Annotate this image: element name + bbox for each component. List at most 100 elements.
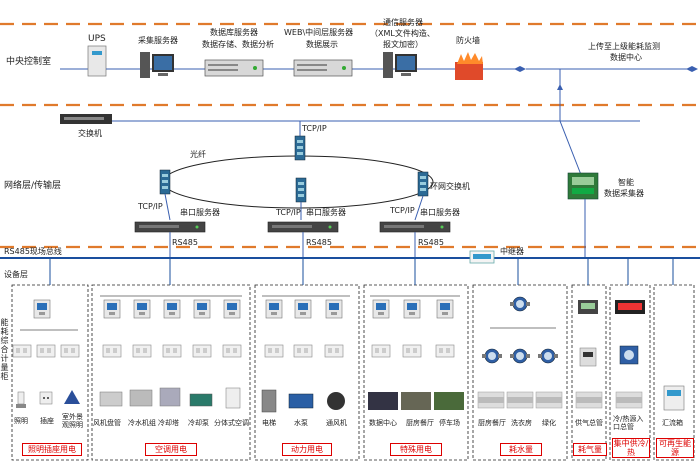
meters-power: [265, 299, 343, 319]
item-heat-main: 冷/热源入口总管: [613, 415, 644, 431]
fiber-label: 光纤: [190, 150, 206, 159]
breakers-power: [264, 344, 344, 358]
serial-server-mid: [267, 221, 339, 233]
comm-server-icon: [383, 52, 417, 78]
collect-server-icon: [140, 52, 174, 78]
group-heat-label: 集中供冷/热: [612, 438, 650, 458]
tcpip-top-label: TCP/IP: [302, 124, 327, 133]
smart-collector-icon: [567, 172, 599, 200]
item-pump: 水泵: [294, 419, 308, 427]
bus-drops: [49, 258, 674, 285]
upload-arrow-left: [514, 66, 526, 72]
db-server-label: 数据库服务器: [210, 28, 258, 37]
gas-meter-top: [578, 300, 598, 314]
comm-server-sub2: 报文加密）: [383, 40, 423, 49]
serial-server-mid-label: 串口服务器: [306, 208, 346, 217]
zone-central: 中央控制室: [6, 57, 52, 67]
rs485-label-3: RS485: [418, 238, 444, 247]
zone-network: 网络层/传输层: [4, 181, 62, 191]
item-kitchen: 厨房餐厅: [406, 419, 434, 427]
zone-device: 设备层: [4, 270, 28, 279]
breakers-special: [371, 344, 455, 358]
cabinet-vertical-label: 能耗综合计量柜: [0, 318, 9, 381]
power-equipment: [261, 389, 345, 413]
item-ventilator: 通风机: [326, 419, 347, 427]
heat-pipe: [615, 391, 643, 409]
group-water-label: 耗水量: [500, 443, 542, 456]
repeater-label: 中继器: [500, 247, 524, 256]
comm-server-label: 通信服务器: [383, 18, 423, 27]
item-chiller: 冷水机组: [128, 419, 156, 427]
item-combiner: 汇流箱: [662, 419, 683, 427]
gas-meter: [579, 347, 597, 367]
item-split-ac: 分体式空调: [214, 419, 249, 427]
serial-server-right-label: 串口服务器: [420, 208, 460, 217]
group-ac-label: 空调用电: [145, 443, 197, 456]
item-landscape: 室外景观照明: [62, 413, 83, 429]
web-server-label: WEB\中间层服务器: [284, 28, 354, 37]
rs485-label-1: RS485: [172, 238, 198, 247]
water-meters: [481, 348, 559, 364]
db-server-sub: 数据存储、数据分析: [202, 40, 274, 49]
item-parking: 停车场: [439, 419, 460, 427]
item-water-kitchen: 厨房餐厅: [478, 419, 506, 427]
firewall-label: 防火墙: [456, 36, 480, 45]
web-server-sub: 数据展示: [306, 40, 338, 49]
ring-switch-top: [294, 135, 306, 161]
repeater-icon: [469, 250, 495, 264]
comm-server-sub1: （XML文件构造、: [370, 29, 435, 38]
ring-switch-mid: [295, 177, 307, 203]
water-main-meter: [509, 296, 531, 312]
tcpip-left-label: TCP/IP: [138, 202, 163, 211]
rs485-bus-label: RS485现场总线: [4, 247, 62, 256]
group-renewable-label: 可再生能源: [656, 438, 694, 458]
heat-meter-top: [615, 300, 645, 314]
meters-special: [372, 299, 454, 319]
upload-arrow-right: [686, 66, 698, 72]
rs485-label-2: RS485: [306, 238, 332, 247]
smart-collector-label-1: 智能: [618, 178, 634, 187]
drop-right: [414, 195, 424, 221]
socket-icon: [39, 391, 53, 405]
item-cooling-tower: 冷却塔: [158, 419, 179, 427]
switch-label: 交换机: [78, 129, 102, 138]
item-elevator: 电梯: [262, 419, 276, 427]
item-greening: 绿化: [542, 419, 556, 427]
serial-server-left-label: 串口服务器: [180, 208, 220, 217]
collector-arrow-up: [557, 84, 563, 90]
special-photos: [368, 392, 464, 410]
item-lighting: 照明: [14, 417, 28, 425]
ring-switch-right: [417, 171, 429, 197]
combiner-box: [663, 385, 685, 411]
ups-label: UPS: [88, 34, 106, 44]
item-cooling-pump: 冷却泵: [188, 419, 209, 427]
tcpip-mid-label: TCP/IP: [276, 208, 301, 217]
db-server-icon: [204, 59, 264, 77]
tcpip-right-label: TCP/IP: [390, 206, 415, 215]
item-socket: 插座: [40, 417, 54, 425]
drop-left: [164, 193, 171, 221]
item-data-center: 数据中心: [369, 419, 397, 427]
switch-icon: [60, 114, 112, 124]
heat-meter: [619, 345, 639, 365]
landscape-light-icon: [64, 390, 80, 404]
group-lighting-label: 照明插座用电: [22, 443, 82, 456]
ring-switch-left: [159, 169, 171, 195]
group-power-label: 动力用电: [282, 443, 332, 456]
meter-lighting: [33, 299, 51, 319]
breaker-l2: [36, 344, 56, 358]
water-pipes: [477, 391, 563, 409]
device-boxes: [11, 284, 695, 461]
firewall-icon: [455, 52, 483, 80]
breaker-l1: [12, 344, 32, 358]
breakers-ac: [102, 344, 242, 358]
gas-pipe: [575, 391, 603, 409]
collect-server-label: 采集服务器: [138, 36, 178, 45]
item-fan-coil: 风机盘管: [93, 419, 121, 427]
serial-server-left: [134, 221, 206, 233]
item-laundry: 洗衣房: [511, 419, 532, 427]
ac-equipment: [99, 387, 241, 409]
upload-label-1: 上传至上级能耗监测: [588, 42, 660, 51]
light-icon: [16, 391, 26, 408]
